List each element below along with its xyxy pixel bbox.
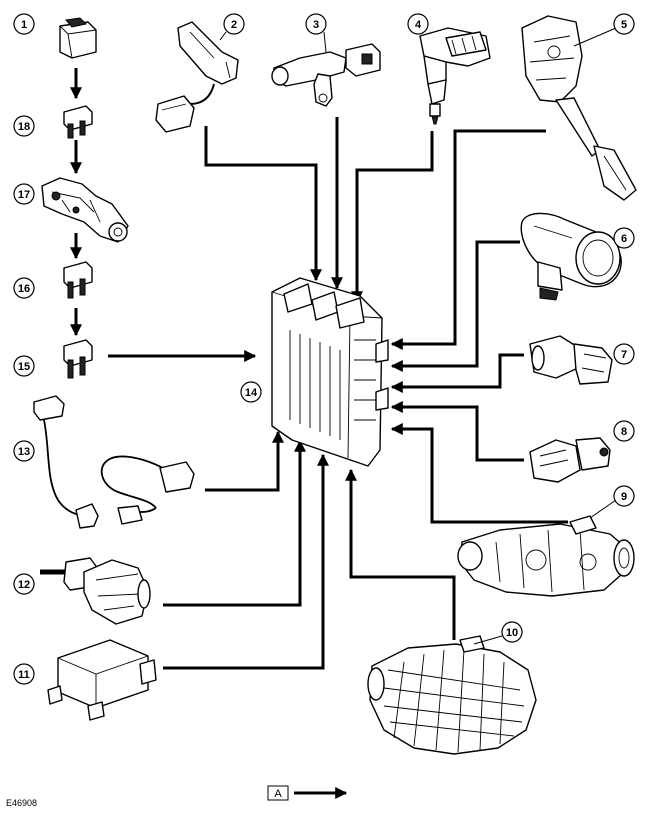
intake-module-component-10 — [367, 635, 537, 755]
relay-component-1 — [59, 17, 97, 59]
sensor-component-2 — [155, 21, 239, 133]
callout-15: 15 — [13, 355, 35, 377]
callout-13-label: 13 — [18, 446, 30, 458]
callout-3: 3 — [305, 13, 327, 53]
arrow-6-to-ecm — [390, 240, 520, 372]
engine-control-module-14 — [271, 277, 389, 467]
control-module-component-11 — [47, 639, 157, 721]
callout-1-label: 1 — [21, 19, 27, 31]
figure-reference: E46908 — [6, 798, 37, 808]
ignition-switch-component-17 — [41, 177, 129, 243]
callout-5: 5 — [573, 13, 635, 47]
callout-14-label: 14 — [245, 387, 258, 399]
callout-12: 12 — [13, 573, 35, 595]
callout-10: 10 — [473, 621, 523, 645]
arrow-9-to-ecm — [390, 423, 568, 524]
arrow-12-to-ecm — [163, 439, 306, 607]
callout-5-label: 5 — [621, 19, 627, 31]
callout-1: 1 — [13, 13, 35, 35]
arrow-11-to-ecm — [163, 453, 329, 670]
callout-11: 11 — [13, 663, 35, 685]
callout-18-label: 18 — [18, 121, 30, 133]
sensor-component-4 — [419, 27, 491, 125]
callout-8: 8 — [613, 420, 635, 442]
callout-15-label: 15 — [18, 361, 30, 373]
callout-17-label: 17 — [18, 189, 30, 201]
callout-18: 18 — [13, 115, 35, 137]
callout-2-label: 2 — [231, 19, 237, 31]
sensor-harness-component-13 — [33, 395, 195, 529]
sensor-component-7 — [529, 335, 613, 385]
callout-3-label: 3 — [313, 19, 319, 31]
arrow-10-to-ecm — [345, 468, 456, 640]
mass-air-flow-sensor-component-6 — [520, 212, 622, 301]
callout-4: 4 — [407, 13, 429, 35]
callout-2: 2 — [219, 13, 245, 41]
key-box — [267, 785, 289, 801]
callouts: 1 2 3 4 5 6 7 8 9 10 11 12 13 14 15 16 1… — [13, 13, 635, 685]
fuse-component-18 — [63, 105, 93, 139]
callout-14: 14 — [240, 381, 262, 403]
callout-17: 17 — [13, 183, 35, 205]
arrow-5-to-ecm — [390, 129, 546, 350]
callout-6: 6 — [613, 227, 635, 249]
callout-8-label: 8 — [621, 426, 627, 438]
callout-9: 9 — [589, 485, 635, 519]
callout-6-label: 6 — [621, 233, 627, 245]
callout-7-label: 7 — [621, 349, 627, 361]
callout-4-label: 4 — [415, 19, 422, 31]
callout-16: 16 — [13, 277, 35, 299]
arrow-8-to-ecm — [390, 401, 524, 462]
arrow-4-to-ecm — [351, 131, 434, 304]
key-legend: A — [267, 785, 289, 801]
callout-7: 7 — [613, 343, 635, 365]
arrow-7-to-ecm — [390, 353, 524, 393]
callout-12-label: 12 — [18, 579, 30, 591]
callout-11-label: 11 — [18, 669, 30, 681]
fuse-component-15 — [63, 339, 93, 379]
callout-13: 13 — [13, 440, 35, 462]
accelerator-pedal-component-5 — [521, 15, 637, 201]
callout-9-label: 9 — [621, 491, 627, 503]
throttle-body-component-9 — [457, 515, 635, 597]
callout-16-label: 16 — [18, 283, 30, 295]
sensor-component-8 — [529, 437, 611, 483]
fuse-component-16 — [63, 261, 93, 299]
callout-10-label: 10 — [506, 627, 518, 639]
sensor-component-3 — [271, 43, 381, 107]
arrow-2-to-ecm — [204, 126, 322, 282]
flow-lines — [70, 68, 568, 799]
arrow-13-to-ecm — [205, 430, 284, 492]
brake-switch-component-12 — [40, 557, 151, 625]
key-label: A — [274, 788, 282, 800]
